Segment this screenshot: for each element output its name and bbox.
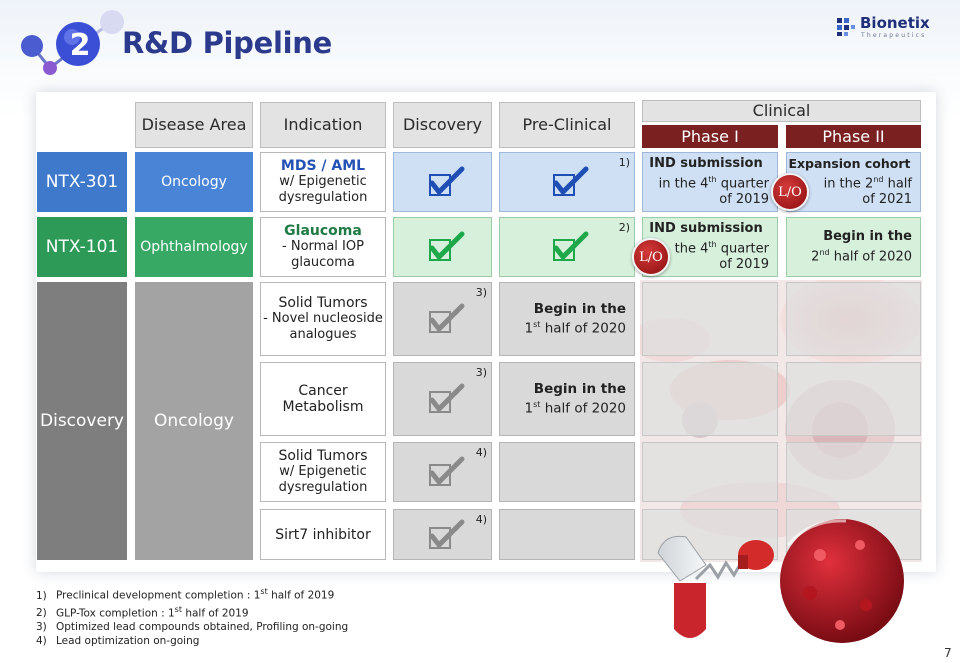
footnote-item: 3)Optimized lead compounds obtained, Pro… xyxy=(36,621,349,633)
header-phase-2: Phase II xyxy=(786,125,921,148)
footnote-marker: 1) xyxy=(618,156,630,169)
license-out-badge: L/O xyxy=(632,238,670,276)
indication-main: MDS / AML xyxy=(280,158,366,174)
phase-1-empty-cell xyxy=(642,282,778,356)
checkbox-checked-icon xyxy=(553,231,589,261)
checkbox-checked-icon xyxy=(428,383,464,413)
checkbox-checked-icon xyxy=(428,166,464,196)
phase-2-title: Expansion cohort xyxy=(788,155,911,171)
footnotes: 1)Preclinical development completion : 1… xyxy=(36,585,348,648)
phase-1-empty-cell xyxy=(642,442,778,502)
indication-mds-aml: MDS / AML w/ Epigenetic dysregulation xyxy=(260,152,386,212)
footnote-marker: 3) xyxy=(475,366,487,379)
ntx-101-preclinical-cell: 2) xyxy=(499,217,635,277)
checkbox-checked-icon xyxy=(428,303,464,333)
preclinical-cell-1: Begin in the 1st half of 2020 xyxy=(499,282,635,356)
indication-main: Cancer xyxy=(298,383,348,399)
preclinical-empty-cell xyxy=(499,442,635,502)
phase-1-title: IND submission xyxy=(649,220,763,236)
program-ntx-301: NTX-301 xyxy=(37,152,127,212)
indication-sirt7-inhibitor: Sirt7 inhibitor xyxy=(260,509,386,560)
checkbox-checked-icon xyxy=(428,231,464,261)
indication-sub: - Novel nucleoside xyxy=(263,311,383,326)
header-preclinical: Pre-Clinical xyxy=(499,102,635,148)
indication-main: Sirt7 inhibitor xyxy=(275,526,371,543)
brand-logo: Bionetix Therapeutics xyxy=(836,14,946,40)
indication-main: Solid Tumors xyxy=(278,448,368,464)
disease-area-oncology-discovery: Oncology xyxy=(135,282,253,560)
brand-mark-icon xyxy=(837,18,855,36)
discovery-cell-2: 3) xyxy=(393,362,492,436)
ntx-301-phase-1-cell: IND submission in the 4th quarter of 201… xyxy=(642,152,778,212)
indication-sub: - Normal IOP xyxy=(282,239,364,254)
indication-cancer-metabolism: Cancer Metabolism xyxy=(260,362,386,436)
footnote-marker: 4) xyxy=(475,446,487,459)
phase-1-detail: of 2019 xyxy=(719,192,769,208)
footnote-marker: 3) xyxy=(475,286,487,299)
phase-2-empty-cell xyxy=(786,362,921,436)
indication-solid-tumors-nucleoside: Solid Tumors - Novel nucleoside analogue… xyxy=(260,282,386,356)
footnote-marker: 4) xyxy=(475,513,487,526)
indication-sub: w/ Epigenetic xyxy=(279,464,367,479)
indication-glaucoma: Glaucoma - Normal IOP glaucoma xyxy=(260,217,386,277)
phase-1-detail: in the 4th quarter xyxy=(658,174,769,192)
ntx-101-discovery-cell xyxy=(393,217,492,277)
license-out-badge: L/O xyxy=(771,173,809,211)
footnote-item: 2)GLP-Tox completion : 1st half of 2019 xyxy=(36,604,249,620)
ntx-301-preclinical-cell: 1) xyxy=(499,152,635,212)
indication-main: Glaucoma xyxy=(284,223,362,239)
indication-main: Metabolism xyxy=(282,399,364,415)
indication-sub: w/ Epigenetic xyxy=(279,174,367,189)
phase-2-title: Begin in the xyxy=(823,228,912,244)
page-number: 7 xyxy=(944,646,952,660)
header-clinical: Clinical xyxy=(642,100,921,122)
page-title: R&D Pipeline xyxy=(122,26,333,60)
program-ntx-101: NTX-101 xyxy=(37,217,127,277)
phase-1-detail: the 4th quarter xyxy=(674,239,769,257)
preclinical-empty-cell xyxy=(499,509,635,560)
ntx-101-phase-2-cell: Begin in the 2nd half of 2020 xyxy=(786,217,921,277)
indication-sub: analogues xyxy=(289,327,357,342)
preclinical-plan: 1st half of 2020 xyxy=(524,400,626,417)
footnote-item: 4)Lead optimization on-going xyxy=(36,635,200,647)
footnote-marker: 2) xyxy=(618,221,630,234)
section-number: 2 xyxy=(69,28,91,63)
molecule-decoration xyxy=(21,10,124,75)
ntx-301-discovery-cell xyxy=(393,152,492,212)
discovery-cell-4: 4) xyxy=(393,509,492,560)
header-phase-1: Phase I xyxy=(642,125,778,148)
phase-1-detail: of 2019 xyxy=(719,257,769,273)
preclinical-plan: 1st half of 2020 xyxy=(524,320,626,337)
brand-subtitle: Therapeutics xyxy=(861,32,927,39)
indication-sub: dysregulation xyxy=(278,480,368,495)
brand-name: Bionetix xyxy=(860,14,930,32)
phase-2-empty-cell xyxy=(786,282,921,356)
disease-area-oncology: Oncology xyxy=(135,152,253,212)
checkbox-checked-icon xyxy=(553,166,589,196)
phase-2-detail: in the 2nd half xyxy=(823,174,912,192)
header-indication: Indication xyxy=(260,102,386,148)
indication-solid-tumors-epigenetic: Solid Tumors w/ Epigenetic dysregulation xyxy=(260,442,386,502)
discovery-cell-1: 3) xyxy=(393,282,492,356)
checkbox-checked-icon xyxy=(428,456,464,486)
phase-1-empty-cell xyxy=(642,362,778,436)
preclinical-plan: Begin in the xyxy=(533,301,626,318)
indication-sub: glaucoma xyxy=(291,255,355,270)
header-disease-area: Disease Area xyxy=(135,102,253,148)
phase-2-detail: of 2021 xyxy=(862,192,912,208)
pill-punching-cancer-cell-illustration xyxy=(657,519,904,643)
disease-area-ophthalmology: Ophthalmology xyxy=(135,217,253,277)
footnote-item: 1)Preclinical development completion : 1… xyxy=(36,587,335,602)
phase-2-detail: 2nd half of 2020 xyxy=(811,247,912,265)
checkbox-checked-icon xyxy=(428,519,464,549)
discovery-cell-3: 4) xyxy=(393,442,492,502)
program-discovery: Discovery xyxy=(37,282,127,560)
preclinical-plan: Begin in the xyxy=(533,381,626,398)
preclinical-cell-2: Begin in the 1st half of 2020 xyxy=(499,362,635,436)
phase-1-title: IND submission xyxy=(649,155,763,171)
phase-2-empty-cell xyxy=(786,442,921,502)
indication-main: Solid Tumors xyxy=(278,295,368,311)
header-discovery: Discovery xyxy=(393,102,492,148)
indication-sub: dysregulation xyxy=(278,190,368,205)
